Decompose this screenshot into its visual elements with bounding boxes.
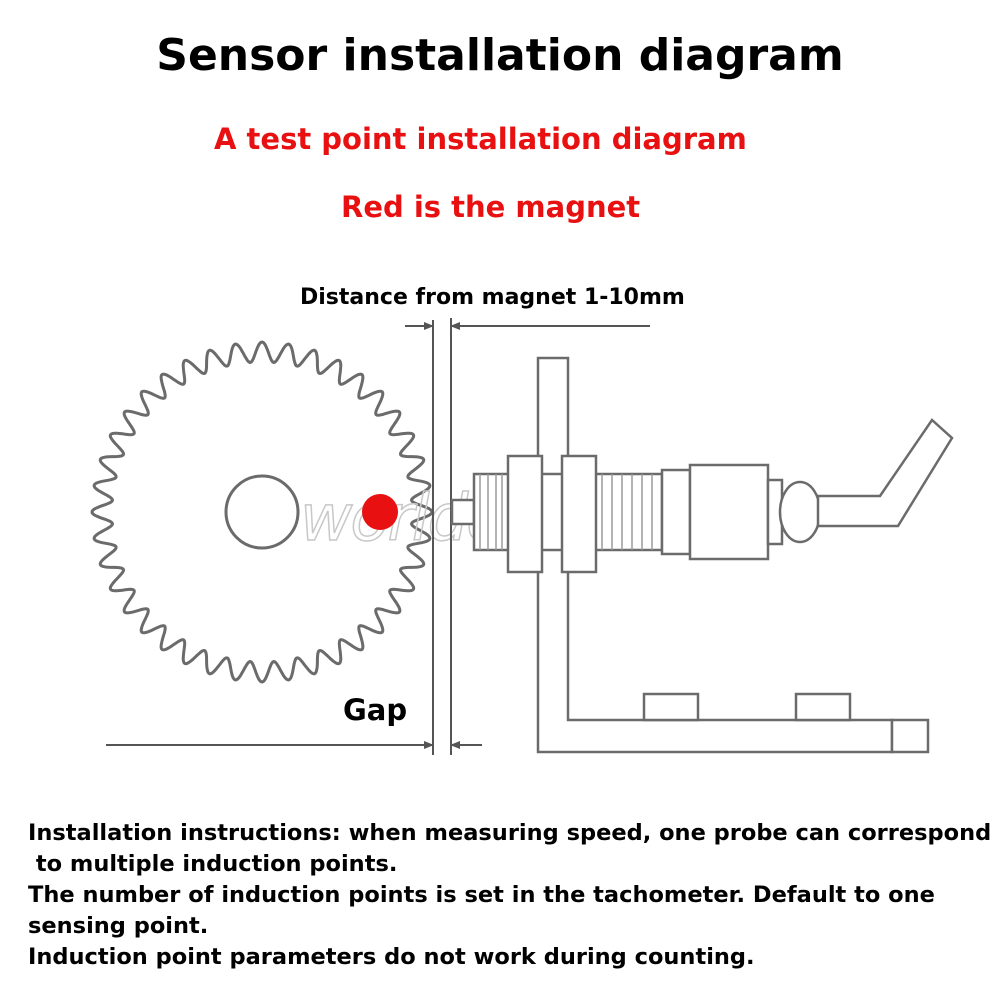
gear-hub-hole [224,474,300,550]
proximity-sensor [450,418,954,574]
bracket-foot [890,718,930,754]
bracket-slot-right [794,692,852,722]
instruction-line: sensing point. [28,913,209,939]
sensor-cable [816,418,954,528]
sensor-thread-lines [479,474,653,550]
bracket-slot-left [642,692,700,722]
sensor-cable-gland [778,480,822,544]
installation-instructions: Installation instructions: when measurin… [28,818,992,973]
sensor-housing [688,463,770,561]
instruction-line: to multiple induction points. [28,851,398,877]
subtitle-magnet-note: Red is the magnet [341,190,641,224]
sensor-collar [660,468,692,556]
sensor-nut-left [506,454,544,574]
subtitle-test-point: A test point installation diagram [214,122,747,156]
sensor-tip [450,498,476,526]
sensor-nut-right [560,454,598,574]
gap-label: Gap [343,693,407,727]
magnet-dot [362,494,398,530]
distance-label: Distance from magnet 1-10mm [300,285,685,310]
instruction-line: Induction point parameters do not work d… [28,944,755,970]
instruction-line: Installation instructions: when measurin… [28,820,992,846]
instruction-line: The number of induction points is set in… [28,882,935,908]
gear-wheel [90,340,434,684]
page-title: Sensor installation diagram [156,30,844,81]
